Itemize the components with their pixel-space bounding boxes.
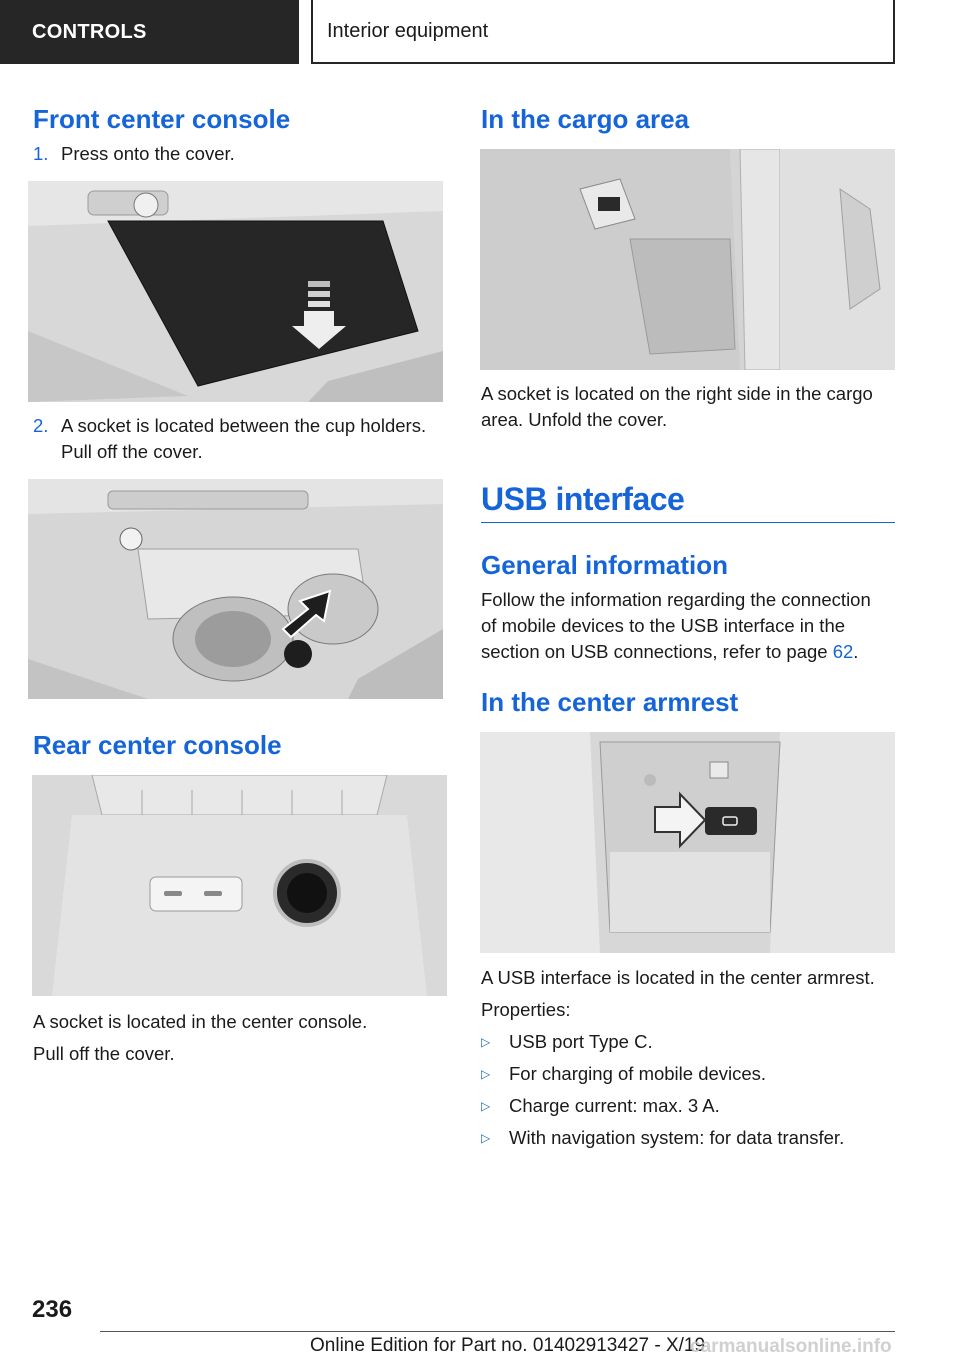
page-62-link[interactable]: 62 [832, 641, 854, 662]
general-info-line-3-text: section on USB connections, refer to pag… [481, 641, 833, 662]
page-number: 236 [32, 1296, 73, 1323]
cargo-text-line-2: area. Unfold the cover. [481, 409, 668, 430]
chapter-box: Interior equipment [311, 0, 895, 64]
cupholder-socket-image [28, 479, 443, 699]
general-info-period: . [853, 641, 859, 662]
property-item-2: For charging of mobile devices. [509, 1063, 767, 1084]
section-tab: CONTROLS [0, 0, 299, 64]
step-1-number: 1. [33, 143, 49, 164]
rear-console-image [32, 775, 447, 996]
bullet-marker: ▷ [481, 1131, 491, 1145]
bullet-marker: ▷ [481, 1067, 491, 1081]
property-item-4: With navigation system: for data transfe… [509, 1127, 845, 1148]
step-2-line-1: A socket is located between the cup hold… [61, 415, 427, 436]
general-info-line-2: of mobile devices to the USB interface i… [481, 615, 846, 636]
rear-console-heading: Rear center console [33, 730, 282, 760]
watermark: carmanualsonline.info [690, 1336, 892, 1357]
armrest-text: A USB interface is located in the center… [481, 967, 875, 988]
bullet-marker: ▷ [481, 1099, 491, 1113]
general-info-heading: General information [481, 550, 729, 580]
center-armrest-image [480, 732, 895, 953]
properties-label: Properties: [481, 999, 571, 1020]
edition-text: Online Edition for Part no. 01402913427 … [310, 1335, 706, 1356]
footer-rule [100, 1331, 895, 1332]
chapter-label: Interior equipment [327, 19, 489, 42]
property-item-1: USB port Type C. [509, 1031, 653, 1052]
step-2-number: 2. [33, 415, 49, 436]
center-armrest-heading: In the center armrest [481, 687, 739, 717]
usb-heading-rule [481, 522, 895, 523]
step-1-text: Press onto the cover. [61, 143, 235, 164]
rear-console-text-1: A socket is located in the center consol… [33, 1011, 368, 1032]
cargo-area-heading: In the cargo area [481, 104, 690, 134]
property-item-3: Charge current: max. 3 A. [509, 1095, 720, 1116]
step-2-line-2: Pull off the cover. [61, 441, 203, 462]
front-console-cover-image [28, 181, 443, 402]
rear-console-text-2: Pull off the cover. [33, 1043, 175, 1064]
cargo-area-image [480, 149, 895, 370]
bullet-marker: ▷ [481, 1035, 491, 1049]
cargo-text-line-1: A socket is located on the right side in… [481, 383, 873, 404]
general-info-line-1: Follow the information regarding the con… [481, 589, 871, 610]
general-info-line-3: section on USB connections, refer to pag… [481, 639, 858, 665]
front-console-heading: Front center console [33, 104, 291, 134]
section-label: CONTROLS [32, 20, 147, 43]
usb-interface-heading: USB interface [481, 481, 685, 517]
